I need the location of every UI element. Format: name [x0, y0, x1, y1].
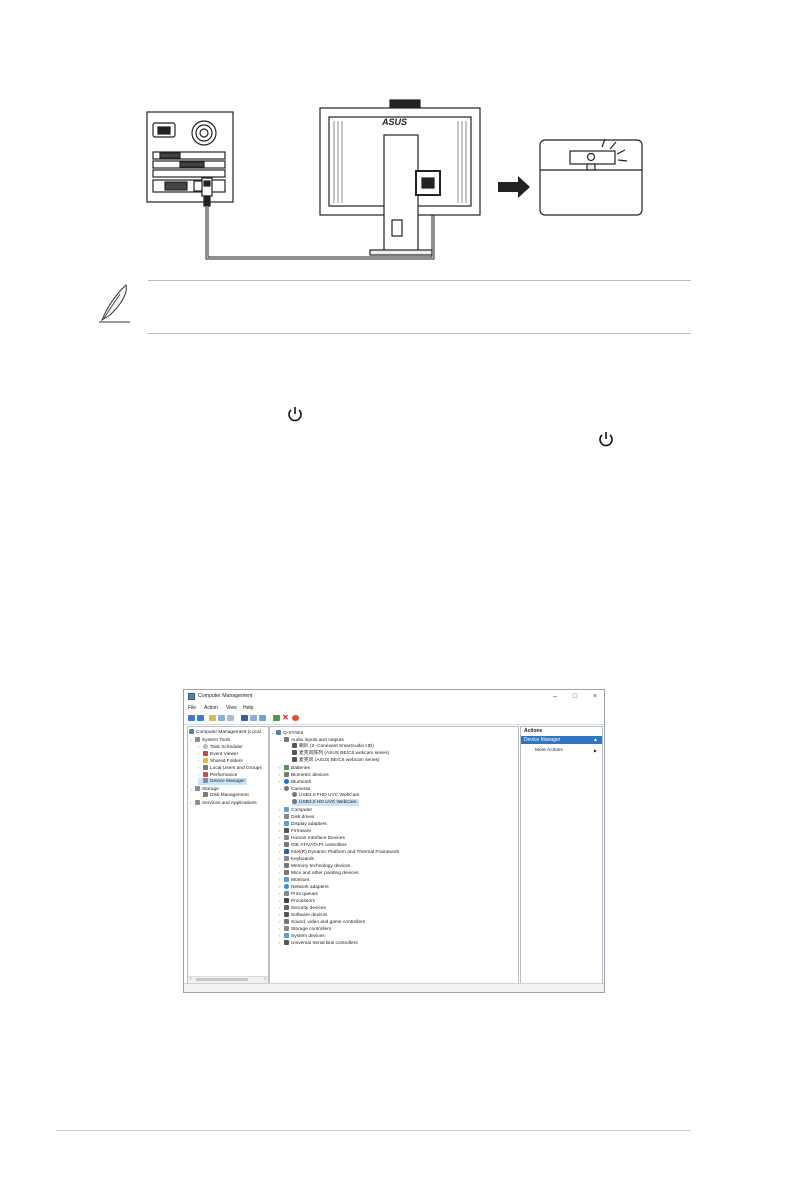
- title-bar: Computer Management – □ ×: [184, 690, 604, 703]
- view-icon[interactable]: [250, 715, 257, 721]
- menu-bar: File Action View Help: [184, 703, 604, 712]
- tree-item[interactable]: ›Storage controllers: [279, 926, 332, 932]
- monitor-icon[interactable]: [259, 715, 266, 721]
- tree-item[interactable]: ›Processors: [279, 898, 315, 904]
- tree-item[interactable]: 麦克风阵列 (ASUS BE/C6 webcam series): [292, 750, 389, 757]
- note-pen-icon: [99, 284, 130, 323]
- menu-help[interactable]: Help: [243, 705, 254, 711]
- tree-item[interactable]: ›Network adapters: [279, 884, 329, 890]
- forward-icon[interactable]: [197, 715, 204, 721]
- power-icon: [288, 407, 302, 422]
- tree-item[interactable]: ›Computer: [279, 807, 313, 813]
- tree-item[interactable]: ›Event Viewer: [198, 751, 239, 757]
- tree-item[interactable]: ⌄System Tools: [190, 737, 231, 743]
- tree-item[interactable]: ›Print queues: [279, 891, 318, 897]
- menu-action[interactable]: Action: [204, 705, 218, 711]
- tree-item[interactable]: ›Display adapters: [279, 821, 327, 827]
- menu-file[interactable]: File: [188, 705, 197, 711]
- tree-item[interactable]: 喇叭 (2- Conexant SmartAudio HD): [292, 743, 374, 750]
- tree-item[interactable]: ›Security devices: [279, 905, 326, 911]
- device-tree-pane: ⌄Q-STAE5 ⌄Audio inputs and outputs 喇叭 (2…: [269, 726, 519, 984]
- tree-item[interactable]: Computer Management (Local: [189, 729, 261, 736]
- close-button[interactable]: ×: [592, 693, 598, 700]
- help-icon[interactable]: [241, 715, 248, 721]
- status-bar: [184, 983, 604, 992]
- connection-illustration: ASUS: [146, 99, 643, 260]
- menu-view[interactable]: View: [226, 705, 237, 711]
- actions-pane: Actions Device Manager ▲ More Actions ▶: [520, 726, 603, 984]
- properties-icon[interactable]: [227, 715, 234, 721]
- tree-item[interactable]: ›Batteries: [279, 765, 310, 771]
- update-driver-icon[interactable]: [273, 715, 280, 721]
- tree-item[interactable]: ›IDE ATA/ATAPI controllers: [279, 842, 347, 848]
- horizontal-scrollbar[interactable]: ‹ ›: [188, 976, 268, 983]
- tree-item[interactable]: ›Mice and other pointing devices: [279, 870, 359, 876]
- monitor-back: [319, 99, 481, 256]
- tree-item[interactable]: ⌄Storage: [190, 786, 219, 792]
- actions-header: Actions: [524, 728, 543, 734]
- note-bottom-rule: [148, 333, 691, 334]
- tree-item[interactable]: ›Universal Serial Bus controllers: [279, 940, 358, 946]
- show-hide-tree-icon[interactable]: [218, 715, 225, 721]
- minimize-button[interactable]: –: [553, 693, 557, 700]
- pc-tower: [146, 111, 234, 203]
- webcam-closeup: [539, 139, 643, 216]
- tree-item[interactable]: ›Disk drives: [279, 814, 315, 820]
- tree-item[interactable]: ›System devices: [279, 933, 325, 939]
- tree-item[interactable]: ›Firmware: [279, 828, 311, 834]
- actions-section-device-manager[interactable]: Device Manager ▲: [521, 736, 602, 744]
- toolbar: ✕: [184, 712, 604, 725]
- tree-item[interactable]: ›Biometric devices: [279, 772, 329, 778]
- tree-item[interactable]: Disk Management: [198, 792, 249, 799]
- back-icon[interactable]: [188, 715, 195, 721]
- tree-item[interactable]: ›Local Users and Groups: [198, 765, 262, 771]
- tree-item[interactable]: ›Memory technology devices: [279, 863, 351, 869]
- tree-item-selected-webcam[interactable]: USB2.0 HD UVC WebCam: [292, 799, 359, 806]
- arrow-right-icon: [498, 176, 530, 198]
- tree-item[interactable]: USB2.0 FHD UVC WebCam: [292, 792, 359, 799]
- tree-item[interactable]: ›Keyboards: [279, 856, 314, 862]
- scan-icon[interactable]: [292, 715, 299, 721]
- window-title: Computer Management: [198, 693, 253, 699]
- navigation-pane: Computer Management (Local ⌄System Tools…: [187, 726, 269, 984]
- uninstall-icon[interactable]: ✕: [282, 713, 289, 722]
- tree-item[interactable]: ›Shared Folders: [198, 758, 243, 764]
- tree-item[interactable]: ›Monitors: [279, 877, 310, 883]
- tree-item-device-manager[interactable]: Device Manager: [198, 778, 247, 785]
- collapse-icon[interactable]: ▲: [593, 737, 598, 743]
- computer-management-icon: [188, 693, 195, 700]
- up-icon[interactable]: [209, 715, 216, 721]
- tree-item[interactable]: ›Performance: [198, 772, 238, 778]
- tree-item[interactable]: ›Task Scheduler: [198, 744, 243, 750]
- tree-item[interactable]: ›Bluetooth: [279, 779, 312, 785]
- usb-plug: [201, 177, 213, 207]
- tree-item[interactable]: ⌄Q-STAE5: [271, 730, 304, 736]
- footer-rule: [56, 1130, 691, 1131]
- submenu-arrow-icon: ▶: [593, 748, 597, 753]
- power-icon: [599, 432, 613, 447]
- tree-item[interactable]: ›Intel(R) Dynamic Platform and Thermal F…: [279, 849, 400, 855]
- brand-logo: ASUS: [381, 117, 407, 127]
- tree-item[interactable]: 麦克风 (ASUS BE/C6 webcam series): [292, 757, 380, 764]
- tree-item[interactable]: ›Human Interface Devices: [279, 835, 345, 841]
- tree-item[interactable]: ›Software devices: [279, 912, 328, 918]
- tree-item[interactable]: ⌄Cameras: [279, 786, 311, 792]
- tree-item[interactable]: ›Sound, video and game controllers: [279, 919, 366, 925]
- tree-item[interactable]: ›Services and Applications: [190, 800, 257, 806]
- maximize-button[interactable]: □: [572, 693, 578, 700]
- more-actions-item[interactable]: More Actions ▶: [535, 748, 597, 753]
- note-top-rule: [148, 280, 691, 281]
- tree-item[interactable]: ⌄Audio inputs and outputs: [279, 737, 344, 743]
- computer-management-window: Computer Management – □ × File Action Vi…: [183, 689, 605, 993]
